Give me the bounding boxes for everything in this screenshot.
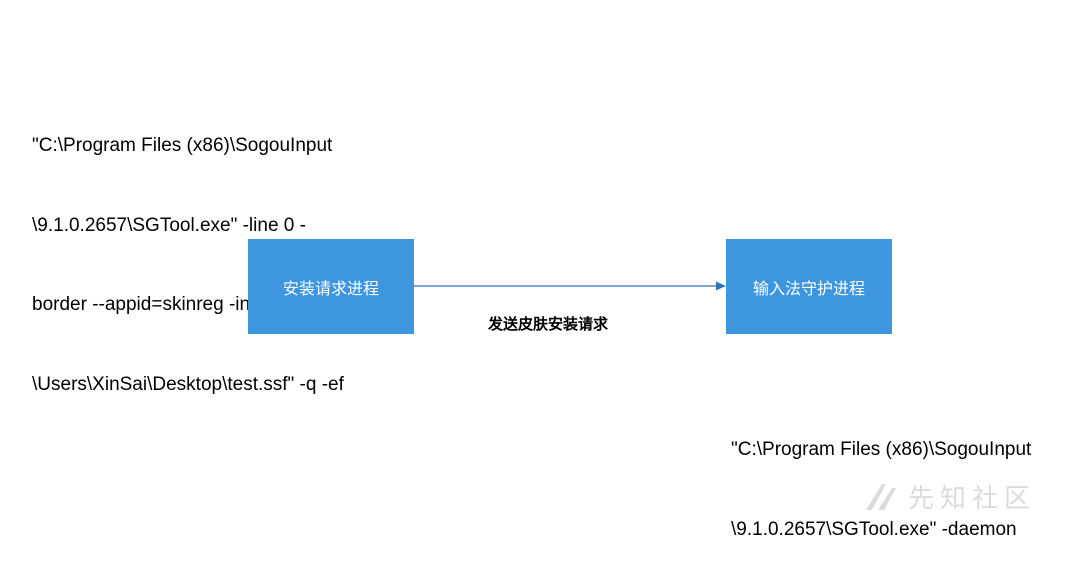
command-line-bottom-2: \9.1.0.2657\SGTool.exe" -daemon [731, 518, 1017, 540]
ime-daemon-process-node: 输入法守护进程 [726, 239, 892, 334]
edge-label: 发送皮肤安装请求 [488, 315, 609, 333]
install-request-process-node: 安装请求进程 [248, 239, 414, 334]
command-line-top-4: \Users\XinSai\Desktop\test.ssf" -q -ef [32, 373, 344, 395]
watermark-text: 先知社区 [908, 484, 1037, 514]
command-line-top-2: \9.1.0.2657\SGTool.exe" -line 0 - [32, 214, 306, 236]
install-request-process-label: 安装请求进程 [282, 278, 379, 298]
xianzhi-logo-icon [866, 483, 896, 510]
command-line-bottom-1: "C:\Program Files (x86)\SogouInput [731, 439, 1032, 460]
arrow-head [716, 281, 726, 291]
watermark: 先知社区 [864, 478, 1036, 515]
command-line-top-1: "C:\Program Files (x86)\SogouInput [32, 135, 333, 156]
ime-daemon-process-label: 输入法守护进程 [752, 278, 865, 298]
command-line-bottom: "C:\Program Files (x86)\SogouInput \9.1.… [731, 384, 1031, 570]
